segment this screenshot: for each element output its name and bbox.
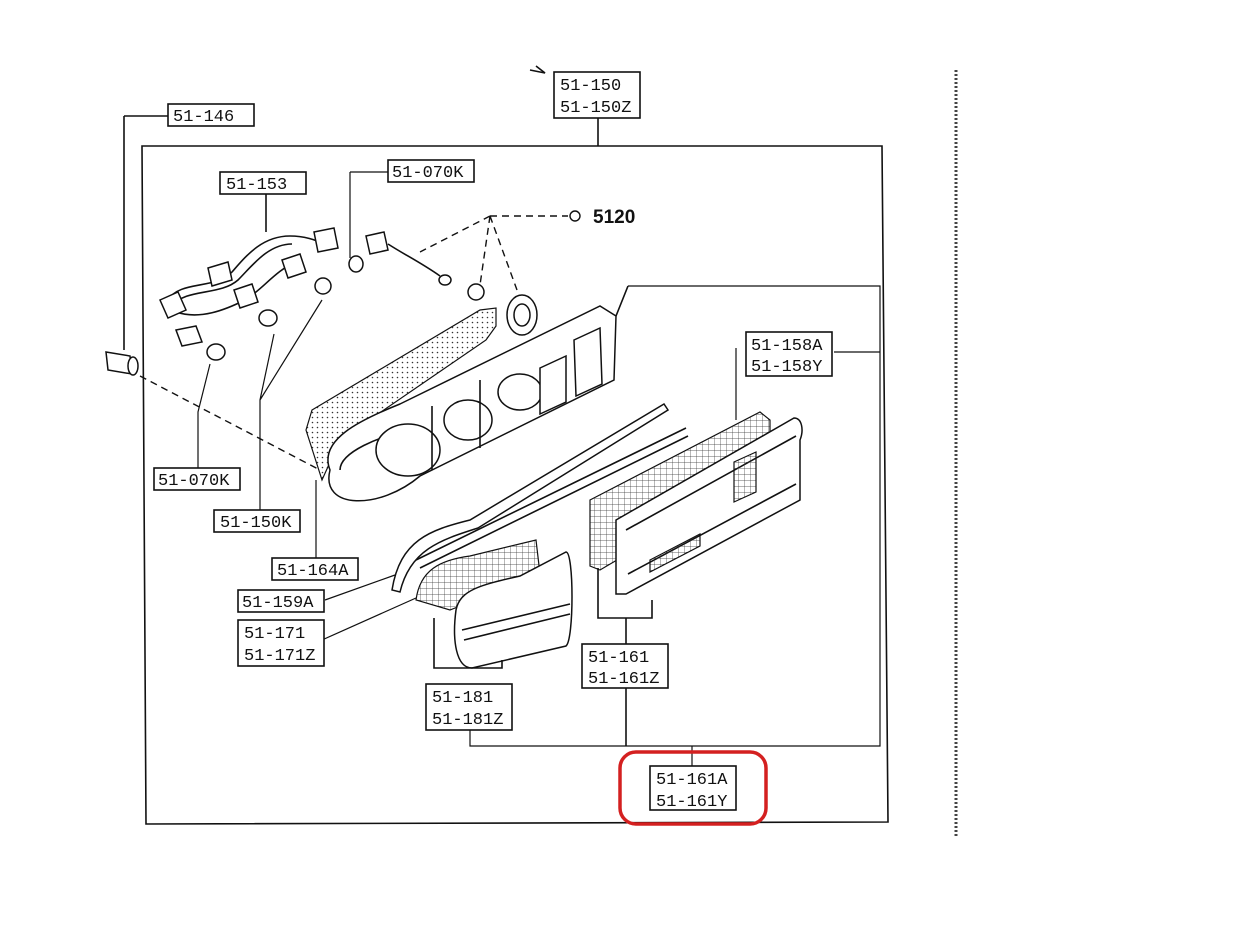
callout-51-161a-line-1: 51-161A [656, 771, 728, 790]
wiring-harness-part [159, 194, 364, 361]
callout-51-070k-top-line-1: 51-070K [392, 164, 464, 183]
callout-51-159a-line-1: 51-159A [242, 594, 314, 613]
page-reference-icon [569, 210, 581, 222]
callout-51-146: 51-146 [167, 103, 255, 127]
callout-51-171: 51-171 51-171Z [237, 619, 325, 667]
section-reference-5120: 5120 [593, 207, 635, 228]
callout-51-150-line-2: 51-150Z [560, 99, 631, 118]
leader-lines [139, 171, 881, 766]
seal-strip-part [391, 402, 689, 593]
lamp-housing-part [305, 285, 629, 502]
callout-51-150: 51-150 51-150Z [553, 71, 641, 119]
callout-51-146-line-1: 51-146 [173, 108, 234, 127]
callout-5120: 5120 [593, 207, 635, 228]
callout-51-164a: 51-164A [271, 557, 359, 581]
callout-51-070k-left-line-1: 51-070K [158, 472, 230, 491]
callout-51-161a-line-2: 51-161Y [656, 793, 727, 812]
callout-51-150k: 51-150K [213, 509, 301, 533]
callout-51-161: 51-161 51-161Z [581, 643, 669, 689]
socket-part [105, 115, 168, 376]
arrow-mark [529, 65, 546, 74]
callout-51-158a: 51-158A 51-158Y [745, 331, 833, 377]
callout-51-070k-left: 51-070K [153, 467, 241, 491]
callout-51-181-line-1: 51-181 [432, 689, 493, 708]
lens-part [415, 539, 573, 669]
callout-51-158a-line-2: 51-158Y [751, 358, 822, 377]
callout-51-181: 51-181 51-181Z [425, 683, 513, 731]
callout-51-153-line-1: 51-153 [226, 176, 287, 195]
callout-51-070k-top: 51-070K [387, 159, 475, 183]
callout-51-171-line-2: 51-171Z [244, 647, 315, 666]
callout-51-161a: 51-161A 51-161Y [649, 765, 737, 812]
callout-51-181-line-2: 51-181Z [432, 711, 503, 730]
callout-51-161-line-2: 51-161Z [588, 670, 659, 689]
highlight-box [618, 750, 768, 826]
callout-51-164a-line-1: 51-164A [277, 562, 349, 581]
callout-51-153: 51-153 [219, 171, 307, 195]
assembly-frame [141, 118, 889, 825]
callout-51-161-line-1: 51-161 [588, 649, 649, 668]
callout-51-159a: 51-159A [237, 589, 325, 613]
callout-51-171-line-1: 51-171 [244, 625, 305, 644]
garnish-panel-part [589, 411, 803, 746]
callout-51-158a-line-1: 51-158A [751, 337, 823, 356]
connector-wire-part [365, 210, 581, 336]
callout-51-150k-line-1: 51-150K [220, 514, 292, 533]
callout-51-150-line-1: 51-150 [560, 77, 621, 96]
